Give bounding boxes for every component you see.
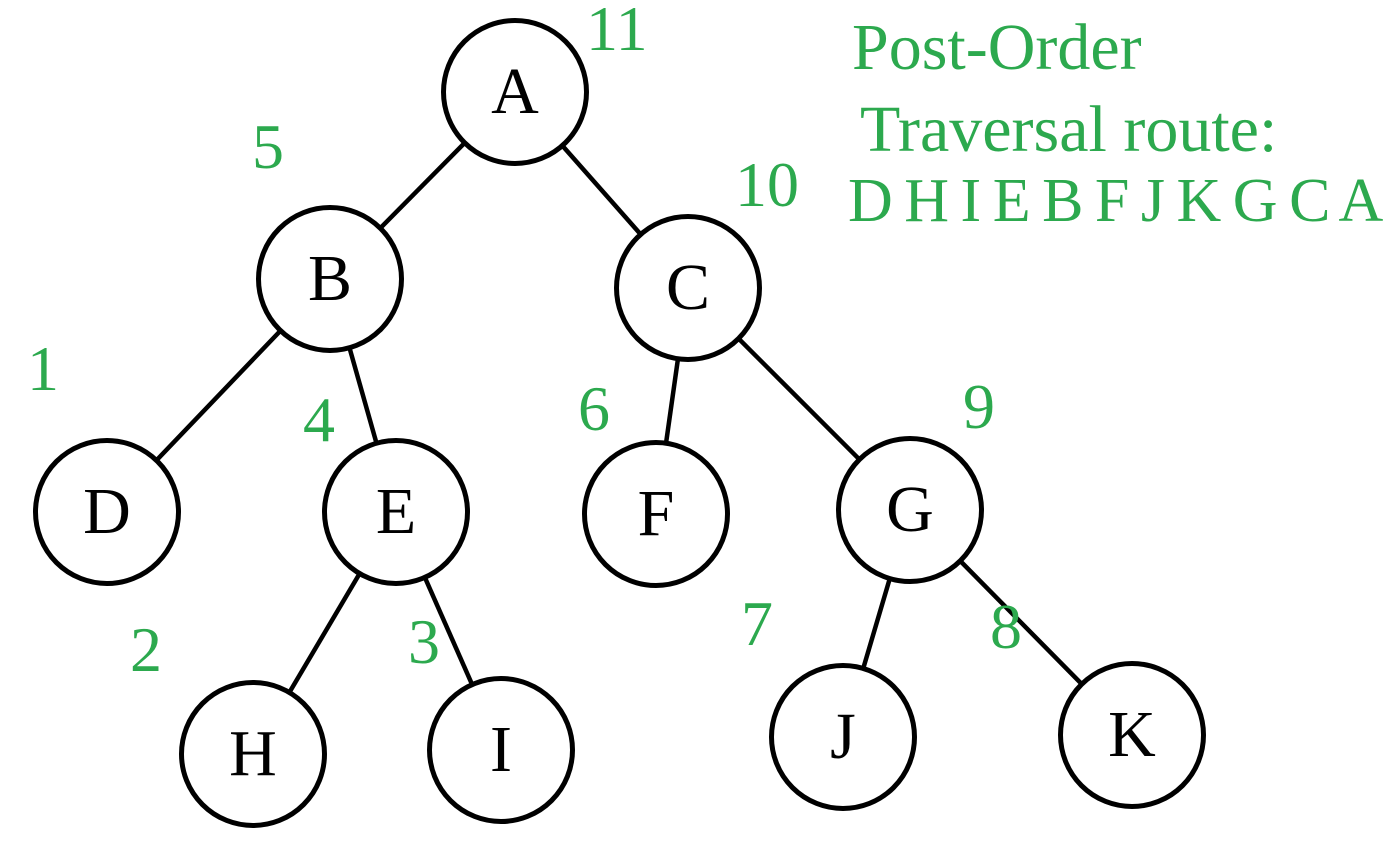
node-letter-A: A: [491, 55, 539, 128]
node-letter-F: F: [637, 477, 675, 550]
tree-node-B: B: [256, 205, 404, 353]
tree-node-D: D: [33, 438, 181, 586]
step-label-J: 7: [741, 588, 773, 659]
node-letter-K: K: [1108, 698, 1156, 771]
node-letter-D: D: [83, 475, 131, 548]
step-label-H: 2: [130, 614, 162, 685]
step-label-A: 11: [586, 0, 648, 64]
step-label-D: 1: [27, 333, 59, 404]
node-letter-G: G: [886, 473, 934, 546]
tree-node-K: K: [1058, 661, 1206, 809]
step-label-K: 8: [990, 591, 1022, 662]
step-label-F: 6: [578, 373, 610, 444]
tree-node-F: F: [582, 440, 730, 588]
step-label-E: 4: [303, 384, 335, 455]
node-letter-C: C: [665, 251, 711, 324]
node-letter-I: I: [490, 713, 512, 786]
node-letter-H: H: [229, 717, 277, 790]
step-label-C: 10: [735, 149, 799, 220]
tree-node-J: J: [769, 663, 917, 811]
title-line-2: Traversal route:: [860, 93, 1278, 166]
traversal-route-sequence: D H I E B F J K G C A: [848, 167, 1383, 235]
tree-node-H: H: [179, 680, 327, 828]
title-line-1: Post-Order: [852, 11, 1142, 84]
node-letter-J: J: [830, 700, 856, 773]
node-letter-B: B: [307, 242, 353, 315]
tree-node-G: G: [836, 436, 984, 584]
node-letter-E: E: [375, 475, 417, 548]
tree-node-A: A: [441, 18, 589, 166]
tree-node-E: E: [322, 438, 470, 586]
tree-node-C: C: [614, 214, 762, 362]
step-label-B: 5: [252, 111, 284, 182]
step-label-G: 9: [963, 371, 995, 442]
step-label-I: 3: [408, 606, 440, 677]
tree-node-I: I: [427, 676, 575, 824]
